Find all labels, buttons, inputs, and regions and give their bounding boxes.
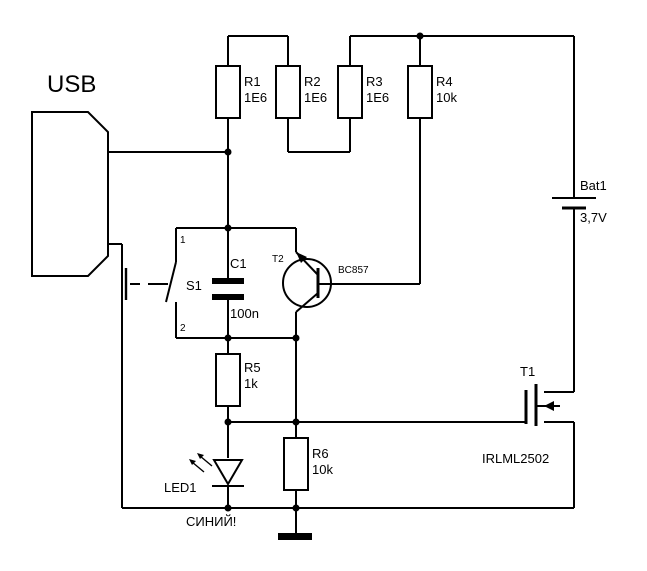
s1-pin2: 2 bbox=[180, 323, 186, 334]
led1-ref: LED1 bbox=[164, 480, 197, 495]
capacitor-c1: C1 100n bbox=[212, 256, 259, 321]
c1-ref: C1 bbox=[230, 256, 247, 271]
ground-symbol bbox=[278, 533, 312, 540]
bat1-value: 3,7V bbox=[580, 210, 607, 225]
switch-s1: S1 1 2 bbox=[124, 235, 202, 334]
led-1: LED1 СИНИЙ! bbox=[164, 453, 244, 529]
led1-note: СИНИЙ! bbox=[186, 514, 236, 529]
resistor-r2: R2 1E6 bbox=[275, 65, 327, 119]
t1-part: IRLML2502 bbox=[482, 451, 549, 466]
r6-value: 10k bbox=[312, 462, 333, 477]
resistor-r6: R6 10k bbox=[283, 437, 333, 534]
r2-ref: R2 bbox=[304, 74, 321, 89]
mosfet-t1: T1 IRLML2502 bbox=[482, 364, 560, 466]
s1-pin1: 1 bbox=[180, 235, 186, 246]
r5-value: 1k bbox=[244, 376, 258, 391]
r6-ref: R6 bbox=[312, 446, 329, 461]
main-node-wires bbox=[175, 152, 297, 354]
t2-part: BC857 bbox=[338, 265, 369, 276]
r1-ref: R1 bbox=[244, 74, 261, 89]
transistor-t2: T2 BC857 bbox=[272, 251, 369, 438]
usb-label: USB bbox=[47, 71, 96, 98]
r4-value: 10k bbox=[436, 90, 457, 105]
bat1-ref: Bat1 bbox=[580, 178, 607, 193]
t2-ref: T2 bbox=[272, 254, 284, 265]
resistor-r1: R1 1E6 bbox=[215, 65, 267, 152]
battery-bat1: Bat1 3,7V bbox=[544, 178, 607, 393]
r5-ref: R5 bbox=[244, 360, 261, 375]
s1-ref: S1 bbox=[186, 278, 202, 293]
resistor-r5: R5 1k bbox=[215, 353, 261, 458]
r4-ref: R4 bbox=[436, 74, 453, 89]
r1-value: 1E6 bbox=[244, 90, 267, 105]
resistor-r3: R3 1E6 bbox=[337, 65, 389, 119]
r3-value: 1E6 bbox=[366, 90, 389, 105]
usb-connector: USB bbox=[31, 71, 228, 508]
t1-ref: T1 bbox=[520, 364, 535, 379]
r2-value: 1E6 bbox=[304, 90, 327, 105]
junctions bbox=[224, 32, 424, 512]
resistor-r4: R4 10k bbox=[330, 65, 457, 285]
c1-value: 100n bbox=[230, 306, 259, 321]
r3-ref: R3 bbox=[366, 74, 383, 89]
bottom-wire bbox=[122, 421, 575, 509]
top-wires bbox=[227, 35, 575, 198]
